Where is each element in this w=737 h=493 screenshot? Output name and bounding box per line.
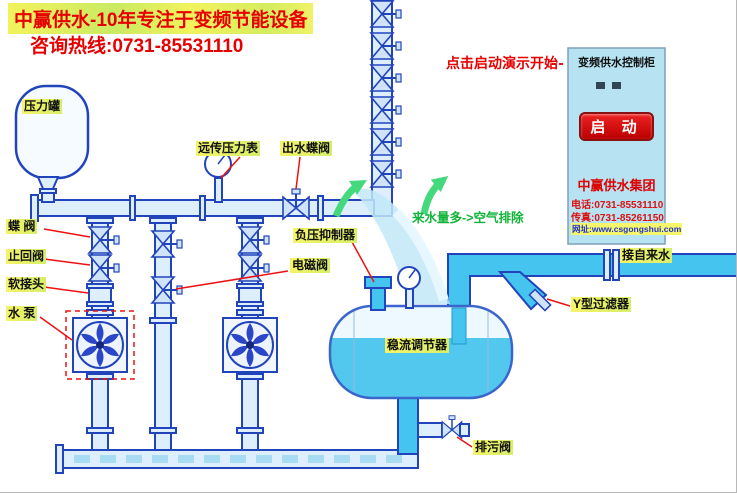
label-tap-water: 接自来水 [620, 248, 673, 263]
label-drain-valve: 排污阀 [473, 440, 514, 455]
control-cabinet [567, 47, 666, 245]
drain-assembly [417, 415, 470, 439]
cabinet-phone: 电话:0731-85531110 [571, 200, 664, 211]
bottom-pipe [55, 444, 419, 474]
cabinet-fax: 传真:0731-85261150 [571, 213, 664, 224]
riser-valve-column [370, 0, 402, 217]
flow-regulator-tank [328, 304, 514, 400]
page-title: 中赢供水-10年专注于变频节能设备 [8, 3, 314, 34]
hotline-text: 咨询热线:0731-85531110 [30, 36, 244, 57]
label-y-filter: Y型过滤器 [571, 297, 632, 312]
label-remote-gauge: 远传压力表 [196, 141, 261, 156]
start-button[interactable]: 启 动 [579, 112, 654, 141]
vacuum-suppressor [364, 276, 392, 311]
remote-pressure-gauge [204, 150, 232, 203]
label-check-valve: 止回阀 [6, 249, 47, 264]
cabinet-company: 中赢供水集团 [577, 178, 656, 193]
label-air-exhaust-note: 来水量多->空气排除 [412, 211, 524, 225]
solenoid-line [149, 215, 183, 453]
header-pipe [30, 194, 375, 222]
pump-highlight-box [65, 310, 135, 380]
label-flow-regulator: 稳流调节器 [385, 338, 450, 353]
label-vacuum-suppressor: 负压抑制器 [293, 228, 358, 243]
label-outlet-valve: 出水蝶阀 [280, 141, 333, 156]
tank-gauge [397, 266, 421, 309]
cabinet-title: 变频供水控制柜 [578, 57, 655, 69]
label-butterfly-valve: 蝶 阀 [6, 219, 38, 234]
label-water-pump: 水 泵 [6, 306, 38, 321]
demo-hint-text: 点击启动演示开始 [446, 55, 558, 71]
air-spray [354, 188, 450, 304]
tank-outlet-pipe [397, 391, 419, 455]
pump-line-left [72, 215, 128, 453]
leader-lines [39, 63, 571, 448]
air-flow-arrows [332, 176, 449, 218]
label-flex-joint: 软接头 [6, 277, 47, 292]
label-pressure-tank: 压力罐 [22, 99, 63, 114]
pump-line-right [222, 215, 278, 453]
cabinet-website: 网址:www.csgongshui.com [571, 223, 683, 235]
label-solenoid-valve: 电磁阀 [290, 258, 331, 273]
